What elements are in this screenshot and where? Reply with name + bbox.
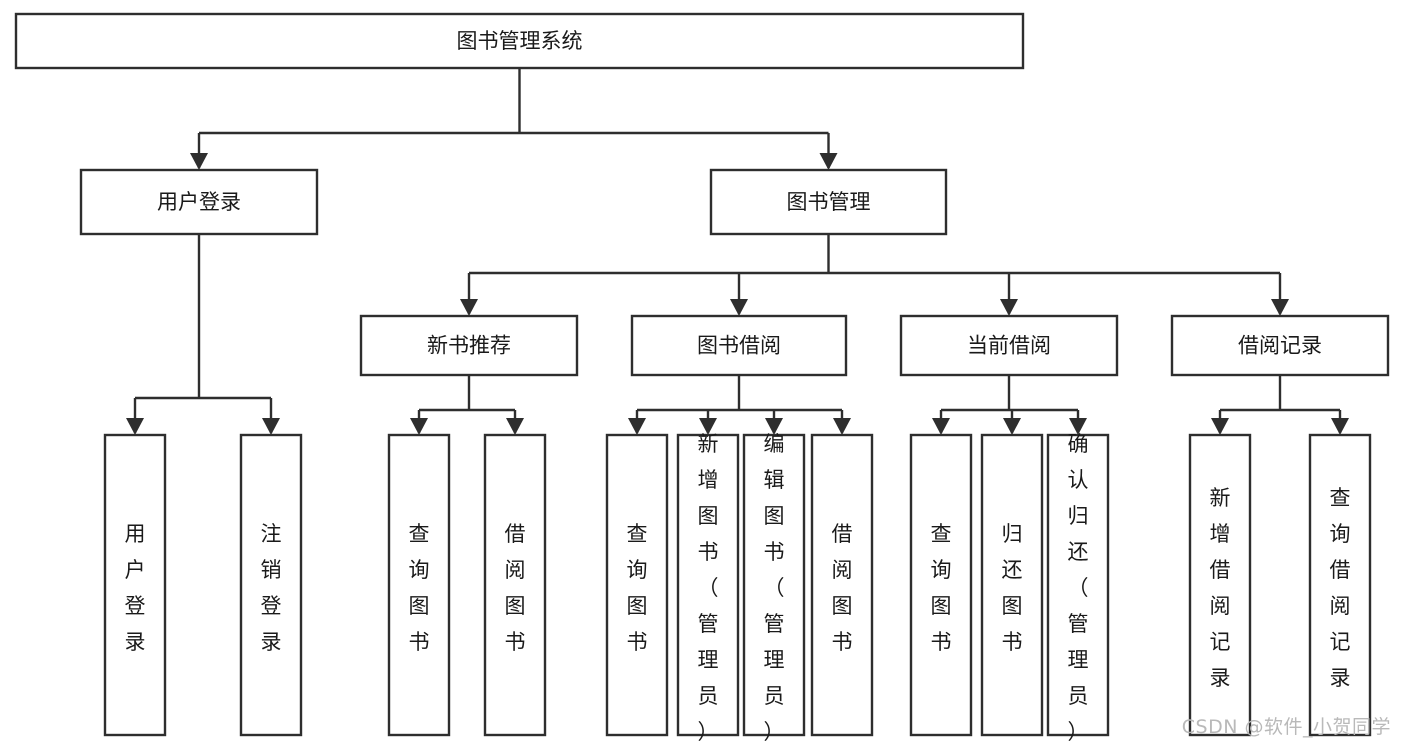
arrow-head bbox=[765, 418, 783, 435]
level2-box bbox=[79, 168, 319, 236]
level3-node[interactable]: 图书借阅 bbox=[630, 314, 848, 377]
leaf-node[interactable]: 借阅图书 bbox=[810, 433, 874, 737]
leaf-node-label: 查询图书 bbox=[931, 522, 952, 654]
leaf-box bbox=[103, 433, 167, 737]
leaf-node-label: 新增借阅记录 bbox=[1210, 486, 1231, 690]
leaf-box bbox=[483, 433, 547, 737]
level3-label: 借阅记录 bbox=[1238, 334, 1322, 358]
arrow-head bbox=[1003, 418, 1021, 435]
leaf-node-label: 用户登录 bbox=[125, 522, 146, 654]
leaf-node[interactable]: 借阅图书 bbox=[483, 433, 547, 737]
arrow-head bbox=[506, 418, 524, 435]
leaf-box bbox=[676, 433, 740, 737]
leaf-node[interactable]: 查询图书 bbox=[387, 433, 451, 737]
level2-node[interactable]: 用户登录 bbox=[79, 168, 319, 236]
leaf-box bbox=[810, 433, 874, 737]
leaf-box bbox=[909, 433, 973, 737]
level2-label: 图书管理 bbox=[787, 190, 871, 214]
leaf-node-label: 查询借阅记录 bbox=[1330, 486, 1351, 690]
leaf-box bbox=[605, 433, 669, 737]
leaf-node-label: 确认归还（管理员） bbox=[1068, 432, 1089, 744]
arrow-head bbox=[833, 418, 851, 435]
arrow-head bbox=[126, 418, 144, 435]
level2-box bbox=[709, 168, 948, 236]
root-box bbox=[14, 12, 1025, 70]
leaf-node[interactable]: 用户登录 bbox=[103, 433, 167, 737]
arrow-head bbox=[460, 299, 478, 316]
leaf-box bbox=[980, 433, 1044, 737]
level2-label: 用户登录 bbox=[157, 190, 241, 214]
leaf-node[interactable]: 确认归还（管理员） bbox=[1046, 432, 1110, 744]
arrow-head bbox=[628, 418, 646, 435]
root-label: 图书管理系统 bbox=[457, 29, 583, 53]
leaf-node[interactable]: 新增图书（管理员） bbox=[676, 432, 740, 744]
level3-node[interactable]: 新书推荐 bbox=[359, 314, 579, 377]
leaf-node-label: 新增图书（管理员） bbox=[698, 432, 719, 744]
leaf-node-label: 借阅图书 bbox=[505, 522, 526, 654]
leaf-box bbox=[387, 433, 451, 737]
arrow-head bbox=[819, 153, 838, 170]
leaf-node[interactable]: 查询图书 bbox=[909, 433, 973, 737]
arrow-head bbox=[1271, 299, 1289, 316]
leaf-node[interactable]: 新增借阅记录 bbox=[1188, 433, 1252, 737]
leaf-node-label: 查询图书 bbox=[627, 522, 648, 654]
level3-box bbox=[1170, 314, 1390, 377]
level3-box bbox=[630, 314, 848, 377]
edges-layer bbox=[126, 68, 1349, 435]
leaf-box bbox=[1188, 433, 1252, 737]
arrow-head bbox=[1331, 418, 1349, 435]
leaf-node[interactable]: 查询图书 bbox=[605, 433, 669, 737]
arrow-head bbox=[1211, 418, 1229, 435]
arrow-head bbox=[730, 299, 748, 316]
leaf-node-label: 编辑图书（管理员） bbox=[764, 432, 785, 744]
arrow-head bbox=[262, 418, 280, 435]
arrow-head bbox=[932, 418, 950, 435]
leaf-node[interactable]: 归还图书 bbox=[980, 433, 1044, 737]
nodes-layer: 图书管理系统用户登录图书管理新书推荐图书借阅当前借阅借阅记录用户登录注销登录查询… bbox=[14, 12, 1390, 744]
leaf-box bbox=[742, 433, 806, 737]
arrow-head bbox=[1000, 299, 1018, 316]
leaf-node-label: 注销登录 bbox=[261, 522, 282, 654]
level2-node[interactable]: 图书管理 bbox=[709, 168, 948, 236]
leaf-node[interactable]: 编辑图书（管理员） bbox=[742, 432, 806, 744]
level3-node[interactable]: 当前借阅 bbox=[899, 314, 1119, 377]
arrow-head bbox=[410, 418, 428, 435]
arrow-head bbox=[699, 418, 717, 435]
level3-node[interactable]: 借阅记录 bbox=[1170, 314, 1390, 377]
leaf-node-label: 查询图书 bbox=[409, 522, 430, 654]
leaf-box bbox=[1046, 433, 1110, 737]
level3-label: 当前借阅 bbox=[967, 334, 1051, 358]
leaf-node-label: 归还图书 bbox=[1002, 522, 1023, 654]
level3-label: 图书借阅 bbox=[697, 334, 781, 358]
leaf-box bbox=[1308, 433, 1372, 737]
leaf-node[interactable]: 注销登录 bbox=[239, 433, 303, 737]
root-node[interactable]: 图书管理系统 bbox=[14, 12, 1025, 70]
leaf-node-label: 借阅图书 bbox=[832, 522, 853, 654]
arrow-head bbox=[190, 153, 208, 170]
arrow-head bbox=[1069, 418, 1087, 435]
leaf-box bbox=[239, 433, 303, 737]
level3-box bbox=[899, 314, 1119, 377]
leaf-node[interactable]: 查询借阅记录 bbox=[1308, 433, 1372, 737]
level3-box bbox=[359, 314, 579, 377]
level3-label: 新书推荐 bbox=[427, 334, 511, 358]
